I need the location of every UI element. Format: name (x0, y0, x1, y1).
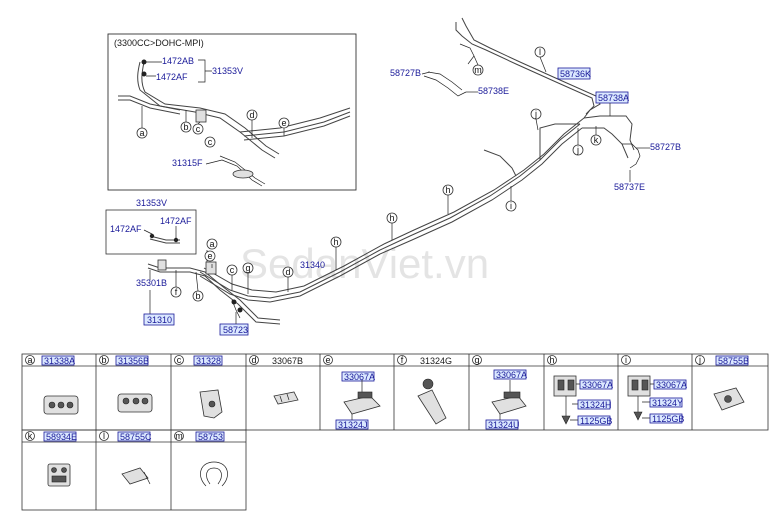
svg-text:h: h (389, 213, 394, 223)
watermark-text: SedanViet.vn (240, 240, 489, 287)
label-1472AF-b: 1472AF (110, 224, 142, 234)
label-58736K: 58736K (560, 69, 591, 79)
label-58723: 58723 (223, 325, 248, 335)
svg-text:31356B: 31356B (118, 356, 149, 366)
svg-text:d: d (251, 355, 256, 365)
svg-text:k: k (594, 135, 599, 145)
svg-text:31324G: 31324G (420, 356, 452, 366)
svg-text:d: d (285, 267, 290, 277)
sub-box-31353V (105, 209, 197, 255)
svg-text:31324H: 31324H (580, 400, 612, 410)
svg-text:j: j (534, 109, 537, 119)
svg-text:m: m (175, 431, 183, 441)
svg-text:j: j (576, 145, 579, 155)
svg-text:31324Y: 31324Y (652, 398, 683, 408)
label-box-58736K (557, 67, 591, 80)
svg-text:1125GB: 1125GB (652, 414, 684, 424)
svg-text:c: c (208, 137, 213, 147)
label-box-58723 (219, 323, 249, 336)
svg-text:g: g (474, 355, 479, 365)
svg-text:i: i (510, 201, 512, 211)
svg-text:e: e (207, 251, 212, 261)
svg-text:d: d (249, 110, 254, 120)
part-illustrations (43, 375, 745, 487)
svg-text:31324J: 31324J (338, 420, 368, 430)
svg-text:b: b (195, 291, 200, 301)
svg-text:1125GB: 1125GB (580, 416, 612, 426)
svg-text:58755B: 58755B (718, 356, 749, 366)
inset-callouts: a b c c d e (136, 106, 290, 148)
svg-text:h: h (445, 185, 450, 195)
table-row-1-headers: a 31338A b 31356B c 31328 d 33067B e f 3… (25, 355, 749, 366)
svg-text:33067A: 33067A (496, 370, 527, 380)
svg-text:a: a (139, 128, 144, 138)
parts-table (21, 353, 769, 511)
label-1472AF-c: 1472AF (160, 216, 192, 226)
svg-text:m: m (474, 65, 482, 75)
sub-box-pipe (143, 226, 180, 244)
svg-text:c: c (230, 265, 235, 275)
svg-text:g: g (245, 263, 250, 273)
svg-text:i: i (625, 355, 627, 365)
label-31315F: 31315F (172, 158, 203, 168)
svg-text:j: j (698, 355, 701, 365)
table-row-1-sublabels: 33067A 31324J 33067A 31324U 33067A 31324… (335, 369, 687, 430)
svg-text:k: k (28, 431, 33, 441)
svg-text:l: l (539, 47, 541, 57)
label-1472AF: 1472AF (156, 72, 188, 82)
svg-text:f: f (175, 287, 178, 297)
svg-text:58753: 58753 (198, 432, 223, 442)
label-35301B: 35301B (136, 278, 167, 288)
label-58727B-a: 58727B (390, 68, 421, 78)
svg-text:58755C: 58755C (120, 432, 152, 442)
svg-text:c: c (177, 355, 182, 365)
inset-pipes (118, 59, 351, 187)
label-58727B-b: 58727B (650, 142, 681, 152)
svg-text:a: a (27, 355, 32, 365)
label-58738E: 58738E (478, 86, 509, 96)
label-1472AB: 1472AB (162, 56, 194, 66)
svg-text:b: b (183, 122, 188, 132)
svg-text:e: e (325, 355, 330, 365)
main-pipes (147, 17, 641, 325)
svg-text:h: h (549, 355, 554, 365)
svg-text:58934E: 58934E (46, 432, 77, 442)
inset-frame (107, 33, 357, 191)
svg-text:h: h (333, 237, 338, 247)
inset-title: (3300CC>DOHC-MPI) (114, 38, 204, 48)
svg-text:31324U: 31324U (488, 420, 520, 430)
svg-text:31338A: 31338A (44, 356, 75, 366)
main-callouts: a e f b c g d h h h i j j k l m (170, 46, 602, 302)
label-31353V-b: 31353V (136, 198, 167, 208)
label-58738A: 58738A (598, 93, 629, 103)
label-31310: 31310 (147, 315, 172, 325)
svg-text:31328: 31328 (196, 356, 221, 366)
label-31353V: 31353V (212, 66, 243, 76)
label-box-58738A (595, 91, 629, 104)
label-31340: 31340 (300, 260, 325, 270)
svg-text:l: l (103, 431, 105, 441)
label-58737E: 58737E (614, 182, 645, 192)
svg-text:33067A: 33067A (582, 380, 613, 390)
svg-text:a: a (209, 239, 214, 249)
svg-text:33067A: 33067A (656, 380, 687, 390)
svg-text:e: e (281, 118, 286, 128)
svg-text:b: b (101, 355, 106, 365)
svg-text:33067A: 33067A (344, 372, 375, 382)
svg-text:f: f (401, 355, 404, 365)
table-row-2-headers: k 58934E l 58755C m 58753 (25, 431, 225, 442)
svg-text:33067B: 33067B (272, 356, 303, 366)
label-box-31310 (143, 313, 175, 326)
svg-text:c: c (196, 124, 201, 134)
